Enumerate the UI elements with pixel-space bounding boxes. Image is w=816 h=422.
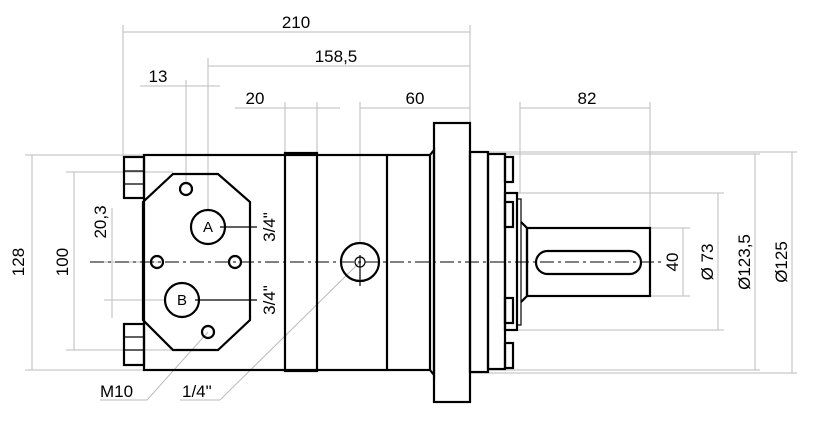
port-a-size: 3/4" [260, 212, 279, 242]
dim-158-5: 158,5 [315, 47, 358, 66]
dim-100: 100 [53, 248, 72, 276]
dim-20-3: 20,3 [91, 205, 110, 238]
dim-20: 20 [246, 89, 265, 108]
dim-40: 40 [663, 253, 682, 272]
dim-diameter-73: Ø 73 [698, 244, 717, 281]
thread-callout: M10 [100, 382, 133, 401]
dim-60: 60 [406, 89, 425, 108]
port-a-label: A [203, 219, 213, 236]
dim-82: 82 [578, 89, 597, 108]
dim-128: 128 [9, 248, 28, 276]
dim-diameter-123-5: Ø123,5 [735, 234, 754, 290]
dim-210: 210 [282, 13, 310, 32]
drain-callout: 1/4" [182, 382, 212, 401]
dim-13: 13 [149, 67, 168, 86]
port-b-size: 3/4" [260, 285, 279, 315]
port-b-label: B [177, 292, 187, 309]
dimension-lines [25, 25, 797, 401]
dim-diameter-125: Ø125 [772, 241, 791, 283]
